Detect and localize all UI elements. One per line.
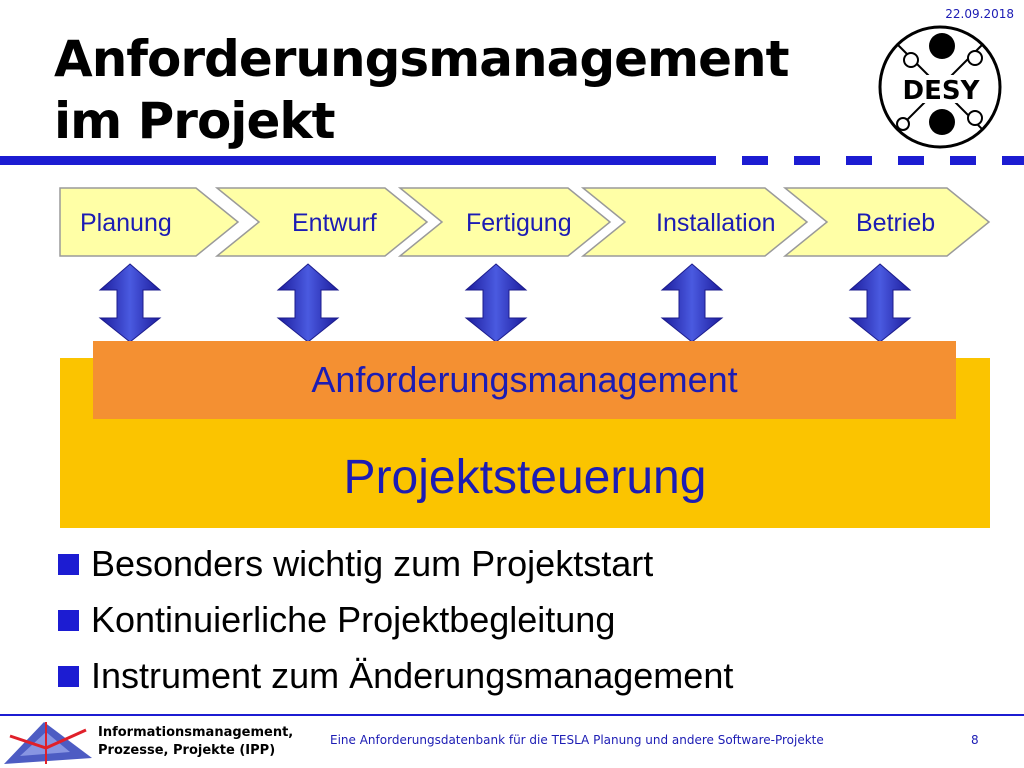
bullet-text: Besonders wichtig zum Projektstart xyxy=(91,543,654,584)
bullet-text: Kontinuierliche Projektbegleitung xyxy=(91,599,616,640)
phase-label-betrieb: Betrieb xyxy=(856,209,936,237)
footer-organization: Informationsmanagement, Prozesse, Projek… xyxy=(98,724,293,760)
bullet-item: Instrument zum Änderungsmanagement xyxy=(58,648,733,704)
page-number: 8 xyxy=(971,733,979,747)
chevron-entwurf xyxy=(214,187,429,257)
phase-label-fertigung: Fertigung xyxy=(466,209,572,237)
double-arrow-icon xyxy=(98,263,162,343)
bullet-list: Besonders wichtig zum Projektstart Konti… xyxy=(58,536,733,704)
projektsteuerung-label: Projektsteuerung xyxy=(343,451,707,504)
title-line-2: im Projekt xyxy=(54,92,336,150)
double-arrow-icon xyxy=(276,263,340,343)
double-arrow-icon xyxy=(848,263,912,343)
footer-org-line-1: Informationsmanagement, xyxy=(98,725,294,740)
desy-logo: DESY xyxy=(878,25,1002,149)
title-rule-dash xyxy=(794,156,820,165)
footer-text: Eine Anforderungsdatenbank für die TESLA… xyxy=(330,733,824,747)
footer-rule xyxy=(0,714,1024,716)
title-rule-dash xyxy=(846,156,872,165)
bullet-square-icon xyxy=(58,610,79,631)
footer-org-line-2: Prozesse, Projekte (IPP) xyxy=(98,743,276,758)
bullet-text: Instrument zum Änderungsmanagement xyxy=(91,655,734,696)
double-arrow-icon xyxy=(464,263,528,343)
chevron-betrieb xyxy=(782,187,991,257)
phase-label-installation: Installation xyxy=(656,209,776,237)
title-rule-dash xyxy=(950,156,976,165)
phase-label-planung: Planung xyxy=(80,209,172,237)
logo-text: DESY xyxy=(903,76,981,106)
anforderungsmanagement-label: Anforderungsmanagement xyxy=(311,359,738,400)
anforderungsmanagement-bar: Anforderungsmanagement xyxy=(93,341,956,419)
title-rule xyxy=(0,156,716,165)
phase-label-entwurf: Entwurf xyxy=(292,209,377,237)
title-rule-dash xyxy=(898,156,924,165)
chevron-planung xyxy=(59,187,240,257)
bullet-square-icon xyxy=(58,554,79,575)
bullet-square-icon xyxy=(58,666,79,687)
title-rule-dash xyxy=(742,156,768,165)
bullet-item: Kontinuierliche Projektbegleitung xyxy=(58,592,733,648)
bullet-item: Besonders wichtig zum Projektstart xyxy=(58,536,733,592)
title-line-1: Anforderungsmanagement xyxy=(54,30,790,88)
double-arrow-icon xyxy=(660,263,724,343)
chevron-installation xyxy=(580,187,809,257)
slide-title: Anforderungsmanagement im Projekt xyxy=(54,28,790,152)
title-rule-dash xyxy=(1002,156,1024,165)
chevron-fertigung xyxy=(397,187,612,257)
slide-date: 22.09.2018 xyxy=(945,7,1014,21)
ipp-logo-icon xyxy=(4,722,92,764)
